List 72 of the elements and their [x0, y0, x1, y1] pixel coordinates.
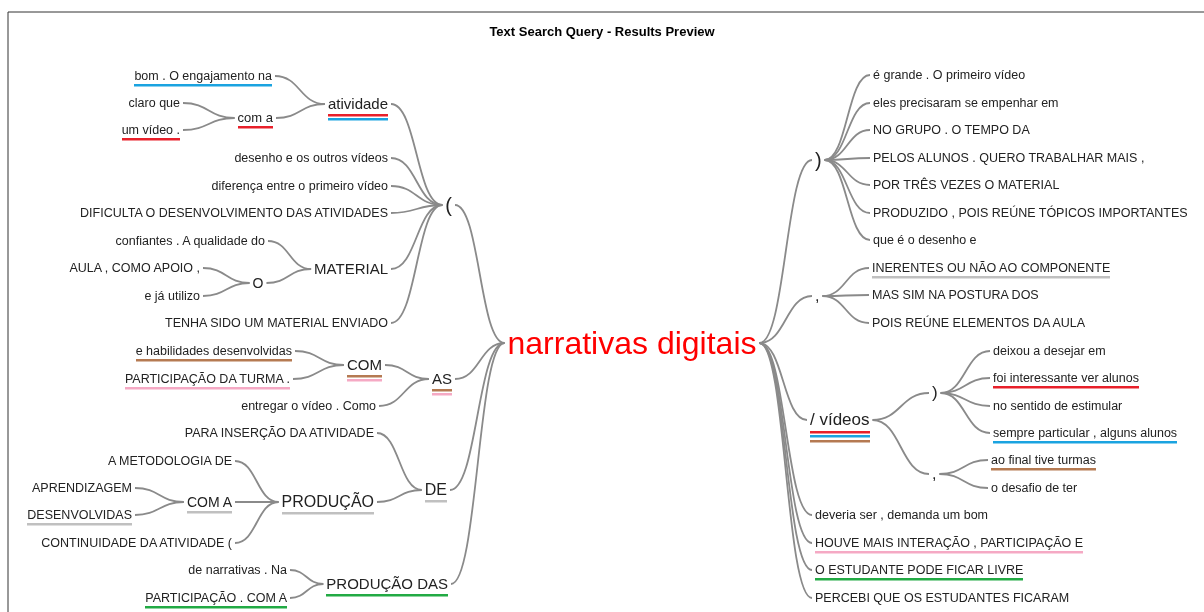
tree-branch [821, 295, 870, 324]
word-tree-phrase: o desafio de ter [991, 480, 1078, 496]
word-tree-phrase: PRODUZIDO , POIS REÚNE TÓPICOS IMPORTANTES [873, 205, 1188, 221]
tree-branch [376, 489, 423, 503]
word-tree-phrase: sempre particular , alguns alunos [993, 425, 1178, 446]
word-tree-phrase: atividade [327, 95, 388, 123]
tree-branch [450, 342, 506, 585]
word-tree-phrase: O ESTUDANTE PODE FICAR LIVRE [815, 562, 1024, 583]
word-tree-phrase: O [252, 274, 264, 292]
word-tree-phrase: , [932, 464, 937, 484]
word-tree-phrase: A METODOLOGIA DE [107, 453, 232, 469]
word-tree-phrase: e já utilizo [144, 288, 200, 304]
tree-branch [823, 159, 871, 241]
word-tree-phrase: NO GRUPO . O TEMPO DA [873, 122, 1030, 138]
tree-branch [292, 364, 345, 380]
word-tree-phrase: confiantes . A qualidade do [115, 233, 265, 249]
word-tree-phrase: foi interessante ver alunos [993, 370, 1139, 391]
word-tree-phrase: TENHA SIDO UM MATERIAL ENVIADO [165, 315, 388, 331]
word-tree-phrase: entregar o vídeo . Como [241, 398, 376, 414]
word-tree-phrase: PELOS ALUNOS . QUERO TRABALHAR MAIS , [873, 150, 1145, 166]
word-tree-phrase: ao final tive turmas [991, 452, 1096, 473]
tree-branch [938, 473, 989, 489]
word-tree-phrase: claro que [128, 95, 180, 111]
word-tree-phrase: MATERIAL [314, 260, 388, 278]
word-tree-phrase: DE [424, 480, 447, 505]
tree-branch [134, 501, 185, 516]
word-tree-phrase: ( [445, 193, 452, 217]
word-tree-phrase: PRODUÇÃO DAS [326, 575, 448, 599]
word-tree-phrase: de narrativas . Na [188, 562, 287, 578]
word-tree-phrase: POIS REÚNE ELEMENTOS DA AULA [872, 315, 1086, 331]
tree-branch [378, 378, 430, 407]
word-tree-phrase: bom . O engajamento na [134, 68, 272, 89]
word-tree-phrase: deixou a desejar em [993, 343, 1106, 359]
tree-branch [182, 117, 236, 131]
tree-branch [939, 392, 991, 434]
tree-branch [449, 342, 506, 491]
tree-branch [275, 103, 326, 119]
word-tree-phrase: que é o desenho e [873, 232, 977, 248]
root-keyword: narrativas digitais [507, 324, 757, 362]
tree-branch [202, 282, 251, 297]
word-tree-phrase: é grande . O primeiro vídeo [873, 67, 1026, 83]
word-tree-phrase: ) [815, 148, 822, 172]
tree-branch [390, 204, 444, 324]
word-tree-phrase: PARA INSERÇÃO DA ATIVIDADE [184, 425, 374, 441]
tree-branch [234, 501, 280, 544]
word-tree-phrase: diferença entre o primeiro vídeo [211, 178, 388, 194]
word-tree-phrase: um vídeo . [121, 122, 180, 143]
word-tree-phrase: / vídeos [810, 410, 870, 445]
word-tree-phrase: DIFICULTA O DESENVOLVIMENTO DAS ATIVIDADES [80, 205, 388, 221]
word-tree-phrase: PARTICIPAÇÃO DA TURMA . [124, 371, 290, 392]
word-tree-phrase: DESENVOLVIDAS [27, 507, 132, 528]
word-tree-phrase: , [815, 286, 820, 306]
tree-branch [289, 583, 325, 599]
word-tree-phrase: deveria ser , demanda um bom [815, 507, 988, 523]
word-tree-phrase: desenho e os outros vídeos [234, 150, 388, 166]
chart-title: Text Search Query - Results Preview [488, 24, 716, 39]
word-tree-phrase: INERENTES OU NÃO AO COMPONENTE [872, 260, 1111, 281]
word-tree-phrase: no sentido de estimular [993, 398, 1123, 414]
word-tree-phrase: PARTICIPAÇÃO . COM A [145, 590, 287, 611]
word-tree-phrase: APRENDIZAGEM [32, 480, 132, 496]
word-tree-phrase: e habilidades desenvolvidas [135, 343, 292, 364]
word-tree-phrase: MAS SIM NA POSTURA DOS [872, 287, 1039, 303]
word-tree-phrase: CONTINUIDADE DA ATIVIDADE ( [41, 535, 232, 551]
word-tree-phrase: AULA , COMO APOIO , [69, 260, 200, 276]
word-tree-phrase: POR TRÊS VEZES O MATERIAL [873, 177, 1060, 193]
word-tree-phrase: PERCEBI QUE OS ESTUDANTES FICARAM [815, 590, 1070, 606]
tree-branch [871, 419, 930, 475]
word-tree-phrase: eles precisaram se empenhar em [873, 95, 1059, 111]
word-tree-phrase: ) [932, 383, 938, 403]
tree-branch [265, 268, 312, 284]
word-tree-phrase: HOUVE MAIS INTERAÇÃO , PARTICIPAÇÃO E [815, 535, 1084, 556]
word-tree-phrase: PRODUÇÃO [281, 492, 374, 517]
